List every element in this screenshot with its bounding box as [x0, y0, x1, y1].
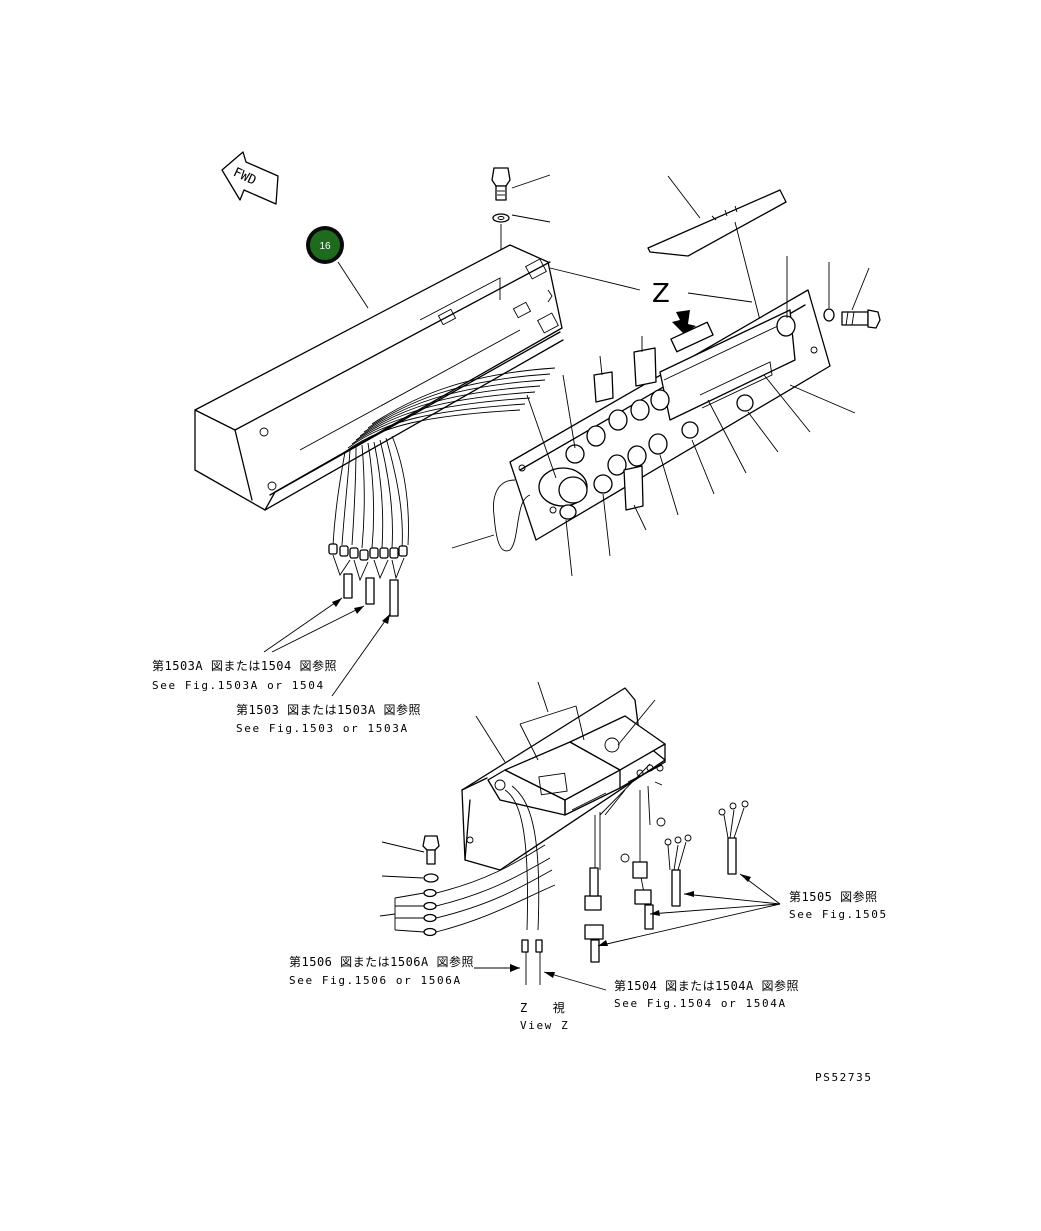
- fwd-arrow-icon: FWD: [221, 151, 279, 205]
- view-z-pins: [571, 764, 664, 811]
- ref5-jp: 第1504 図または1504A 図参照: [614, 978, 799, 993]
- harness-terminals: [328, 543, 408, 617]
- ref2-jp: 第1503 図または1503A 図参照: [236, 702, 421, 717]
- ref5-en: See Fig.1504 or 1504A: [614, 997, 787, 1010]
- view-z-ring-terminals: [394, 844, 556, 937]
- cover-plate: [647, 189, 787, 257]
- leader-lines-top-left: [263, 597, 391, 697]
- ref3-jp: 第1505 図参照: [789, 889, 878, 904]
- ref1-jp: 第1503A 図または1504 図参照: [152, 658, 337, 673]
- ref4-en: See Fig.1506 or 1506A: [289, 974, 462, 987]
- ground-wire: [493, 479, 531, 552]
- view-letter-z: Z: [652, 279, 670, 309]
- view-z-connectors: [521, 800, 749, 963]
- view-z-en: View Z: [520, 1019, 569, 1032]
- ref3-en: See Fig.1505: [789, 908, 888, 921]
- ref2-en: See Fig.1503 or 1503A: [236, 722, 409, 735]
- main-housing: [194, 244, 564, 511]
- view-z-bolt-icon: [422, 835, 440, 883]
- badge-fill: [310, 230, 340, 260]
- bolt-right-icon: [823, 308, 881, 329]
- ref1-en: See Fig.1503A or 1504: [152, 679, 325, 692]
- switch-knobs: [538, 347, 754, 520]
- view-direction-arrow-icon: [672, 310, 696, 334]
- badge-leader-line: [337, 261, 369, 309]
- badge-number: 16: [319, 241, 331, 252]
- wire-harness: [332, 367, 556, 549]
- leader-lines-view-z: [474, 681, 781, 991]
- ref4-jp: 第1506 図または1506A 図参照: [289, 954, 474, 969]
- bolt-top-icon: [491, 167, 511, 223]
- item-badge[interactable]: 16: [306, 226, 344, 264]
- view-z-wires: [504, 781, 663, 931]
- switch-panel: [509, 289, 831, 541]
- leader-lines-panel: [526, 336, 856, 577]
- view-z-jp: Z 視: [520, 1000, 565, 1015]
- drawing-number: PS52735: [815, 1071, 873, 1084]
- view-z-assembly: [461, 687, 666, 871]
